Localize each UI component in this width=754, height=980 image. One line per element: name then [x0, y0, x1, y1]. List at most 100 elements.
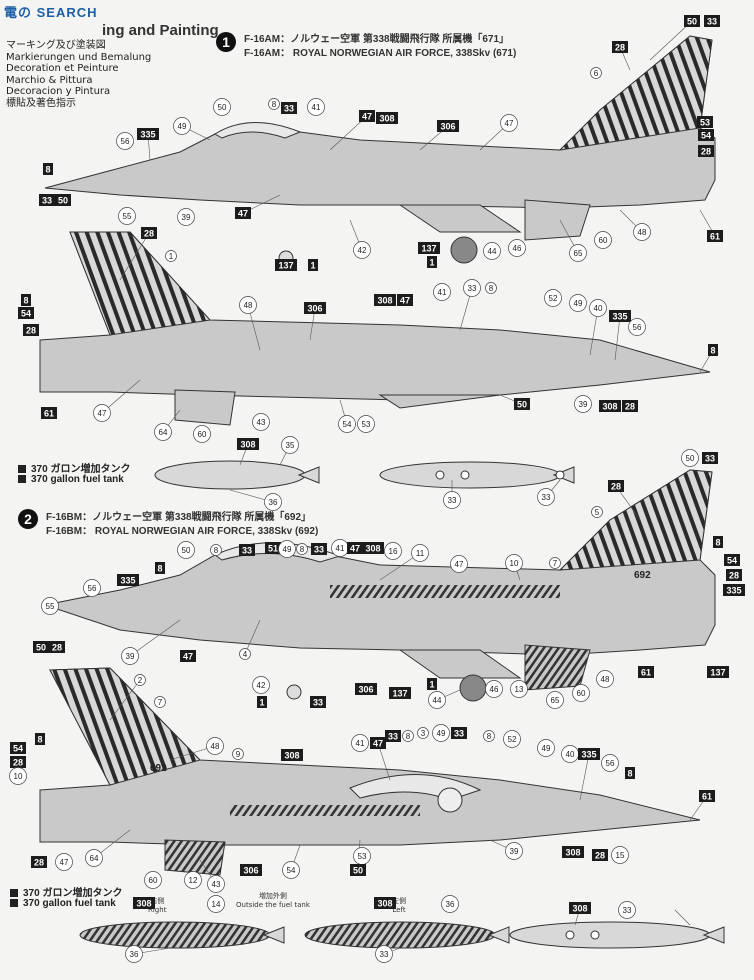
callout-ring — [338, 415, 356, 433]
callout-ring — [596, 670, 614, 688]
callout-number: 41 — [356, 739, 365, 748]
callout-number: 28 — [701, 147, 711, 157]
callout-44: 44 — [428, 691, 446, 709]
callout-335: 335 — [137, 128, 159, 140]
callout-number: 8 — [272, 100, 277, 109]
callout-10: 10 — [9, 767, 27, 785]
callout-ring — [589, 299, 607, 317]
callout-ring — [264, 493, 282, 511]
callout-box — [49, 641, 65, 653]
callout-box — [235, 207, 251, 219]
callout-49: 49 — [278, 540, 296, 558]
callout-number: 33 — [242, 546, 252, 556]
callout-box — [514, 398, 530, 410]
callout-308: 308 — [281, 749, 303, 761]
callout-number: 36 — [269, 498, 278, 507]
callout-box — [265, 542, 281, 554]
callout-ring — [432, 724, 450, 742]
callout-ring — [125, 945, 143, 963]
tank-1b-roundel-b — [460, 470, 470, 480]
callout-33: 33 — [443, 491, 461, 509]
callout-number: 308 — [377, 899, 392, 909]
aircraft-2-title-jp: F-16BM：ノルウェー空軍 第338戦闘飛行隊 所属機「692」 — [46, 512, 312, 523]
callout-number: 8 — [627, 769, 632, 779]
callout-number: 56 — [633, 323, 642, 332]
callout-number: 54 — [727, 556, 737, 566]
callout-ring — [591, 506, 603, 518]
callout-number: 39 — [510, 847, 519, 856]
callout-48: 48 — [596, 670, 614, 688]
callout-number: 33 — [542, 493, 551, 502]
plane-1-top-canopy — [214, 122, 302, 139]
callout-number: 43 — [257, 418, 266, 427]
callout-11: 11 — [411, 544, 429, 562]
callout-number: 47 — [505, 119, 514, 128]
callout-41: 41 — [331, 539, 349, 557]
callout-1: 1 — [165, 250, 177, 262]
callout-number: 8 — [45, 165, 50, 175]
callout-52: 52 — [503, 730, 521, 748]
callout-61: 61 — [638, 666, 654, 678]
callout-ring — [184, 871, 202, 889]
callout-number: 53 — [700, 118, 710, 128]
callout-9: 9 — [232, 748, 244, 760]
callout-ring — [443, 491, 461, 509]
callout-box — [347, 542, 363, 554]
tank-2c — [509, 921, 711, 949]
callout-number: 11 — [416, 549, 425, 558]
callout-1: 1 — [427, 256, 437, 268]
plane-2-top-wing — [398, 649, 522, 679]
callout-8: 8 — [296, 543, 308, 555]
callout-53: 53 — [353, 847, 371, 865]
callout-14: 14 — [207, 895, 225, 913]
callout-number: 28 — [625, 402, 635, 412]
callout-8: 8 — [625, 767, 635, 779]
callout-number: 48 — [211, 742, 220, 751]
callout-33: 33 — [451, 727, 467, 739]
callout-43: 43 — [207, 875, 225, 893]
callout-number: 33 — [707, 17, 717, 27]
callout-ring — [510, 680, 528, 698]
callout-number: 33 — [468, 284, 477, 293]
callout-number: 33 — [454, 729, 464, 739]
callout-33: 33 — [310, 696, 326, 708]
callout-8: 8 — [713, 536, 723, 548]
callout-43: 43 — [252, 413, 270, 431]
tank-1a-fin — [297, 466, 320, 484]
callout-box — [370, 737, 386, 749]
callout-box — [684, 15, 700, 27]
callout-box — [21, 294, 31, 306]
callout-ring — [165, 250, 177, 262]
callout-number: 308 — [602, 402, 617, 412]
callout-ring — [574, 395, 592, 413]
callout-box — [362, 542, 384, 554]
callout-5: 5 — [591, 506, 603, 518]
callout-8: 8 — [155, 562, 165, 574]
callout-number: 16 — [389, 547, 398, 556]
leader-line-37 — [579, 753, 590, 801]
callout-ring — [239, 296, 257, 314]
callout-48: 48 — [206, 737, 224, 755]
callout-box — [698, 145, 714, 157]
callout-number: 6 — [594, 69, 599, 78]
callout-35: 35 — [281, 436, 299, 454]
callout-box — [707, 230, 723, 242]
callout-28: 28 — [592, 849, 608, 861]
callout-number: 46 — [513, 244, 522, 253]
plane-1-side-stab — [174, 389, 236, 426]
callout-number: 335 — [140, 130, 155, 140]
callout-40: 40 — [589, 299, 607, 317]
callout-box — [697, 116, 713, 128]
leader-line-32 — [244, 619, 261, 655]
callout-box — [418, 242, 440, 254]
callout-61: 61 — [699, 790, 715, 802]
tank-2c-roundel-a — [565, 930, 575, 940]
callout-33: 33 — [239, 544, 255, 556]
callout-ring — [503, 730, 521, 748]
callout-number: 43 — [212, 880, 221, 889]
callout-box — [359, 110, 375, 122]
callout-box — [10, 756, 26, 768]
callout-51: 51 — [265, 542, 281, 554]
